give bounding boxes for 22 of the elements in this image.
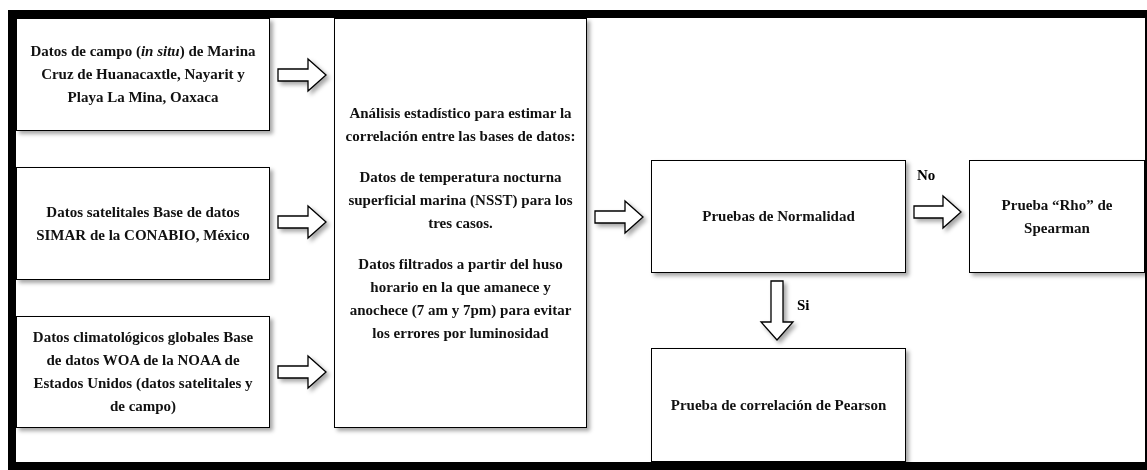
block-arrow <box>759 280 795 341</box>
process-box <box>651 348 906 462</box>
block-arrow <box>913 194 962 230</box>
box-text: Datos de temperatura nocturna superficial marina (NSST) para los tres casos. <box>347 167 574 233</box>
process-box <box>334 18 587 428</box>
block-arrow <box>594 199 644 235</box>
process-box <box>16 18 270 131</box>
block-arrow <box>277 204 327 240</box>
block-arrow <box>277 57 327 93</box>
box-text: Prueba “Rho” de Spearman <box>1000 195 1114 238</box>
box-text: Datos de campo (in situ) de Marina Cruz de Huanacaxtle, Nayarit y Playa La Mina, Oaxaca <box>29 42 257 107</box>
process-box <box>969 160 1145 273</box>
box-text: Datos climatológicos globales Base de datos WOA de la NOAA de Estados Unidos (datos satelitales y de campo) <box>31 328 255 416</box>
box-text: Datos satelitales Base de datos SIMAR de la CONABIO, México <box>35 202 251 245</box>
box-text: Prueba de correlación de Pearson <box>670 395 887 415</box>
box-text: Análisis estadístico para estimar la correlación entre las bases de datos: <box>345 103 576 146</box>
box-text: Pruebas de Normalidad <box>702 207 855 226</box>
block-arrow <box>277 354 327 390</box>
process-box <box>16 167 270 280</box>
process-box <box>651 160 906 273</box>
box-text: Datos filtrados a partir del huso horario en la que amanece y anochece (7 am y 7pm) para evitar los errores por luminosidad <box>348 254 573 343</box>
process-box <box>16 316 270 428</box>
